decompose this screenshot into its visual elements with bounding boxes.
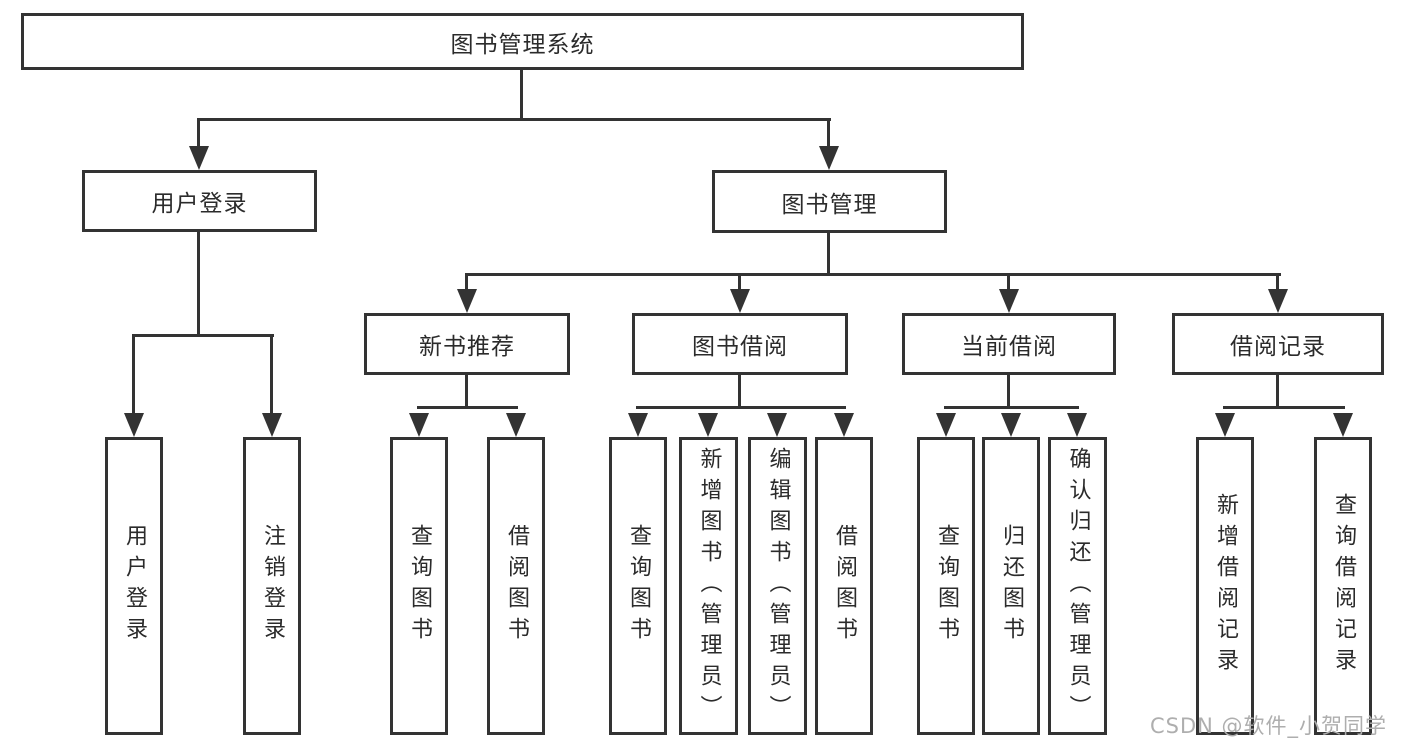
connector-hline	[132, 334, 274, 337]
connector-hline	[1223, 406, 1345, 409]
leaf-label: 新增借阅记录	[1213, 493, 1238, 679]
connector-vline	[827, 233, 830, 276]
arrowhead-down-icon	[767, 413, 787, 437]
leaf-add-borrow-record: 新增借阅记录	[1196, 437, 1254, 735]
connector-vline	[738, 273, 741, 295]
leaf-label: 归还图书	[999, 524, 1024, 648]
arrowhead-down-icon	[936, 413, 956, 437]
node-label: 图书管理系统	[450, 31, 595, 58]
leaf-logout: 注销登录	[243, 437, 301, 735]
node-new-book-recommend: 新书推荐	[364, 313, 570, 375]
node-label: 图书借阅	[692, 334, 788, 360]
node-label: 借阅记录	[1230, 334, 1326, 360]
node-label: 用户登录	[151, 191, 248, 217]
node-label: 新书推荐	[419, 334, 515, 360]
arrowhead-down-icon	[189, 146, 209, 170]
leaf-label: 借阅图书	[504, 524, 529, 648]
node-current-borrow: 当前借阅	[902, 313, 1116, 375]
connector-vline	[1276, 375, 1279, 408]
arrowhead-down-icon	[834, 413, 854, 437]
leaf-user-login: 用户登录	[105, 437, 163, 735]
connector-vline	[827, 118, 830, 150]
leaf-label: 查询图书	[407, 524, 432, 648]
node-label: 图书管理	[781, 191, 878, 218]
leaf-confirm-return-admin: 确认归还（管理员）	[1048, 437, 1107, 735]
connector-vline	[520, 70, 523, 119]
connector-vline	[738, 375, 741, 408]
connector-vline	[132, 334, 135, 418]
connector-vline	[1007, 273, 1010, 295]
arrowhead-down-icon	[1001, 413, 1021, 437]
leaf-borrow-books: 借阅图书	[815, 437, 873, 735]
connector-vline	[197, 118, 200, 150]
leaf-label: 确认归还（管理员）	[1065, 446, 1091, 726]
node-label: 当前借阅	[961, 334, 1057, 360]
arrowhead-down-icon	[628, 413, 648, 437]
leaf-label: 查询图书	[934, 524, 959, 648]
node-user-login: 用户登录	[82, 170, 317, 232]
connector-hline	[197, 118, 831, 121]
arrowhead-down-icon	[819, 146, 839, 170]
connector-vline	[465, 375, 468, 408]
connector-vline	[1276, 273, 1279, 295]
leaf-label: 注销登录	[260, 524, 285, 648]
arrowhead-down-icon	[1067, 413, 1087, 437]
leaf-borrow-books-recommend: 借阅图书	[487, 437, 545, 735]
csdn-watermark: CSDN @软件_小贺同学	[1150, 714, 1388, 738]
leaf-label: 查询图书	[626, 524, 651, 648]
connector-hline	[636, 406, 846, 409]
leaf-edit-books-admin: 编辑图书（管理员）	[748, 437, 807, 735]
arrowhead-down-icon	[409, 413, 429, 437]
leaf-query-books-recommend: 查询图书	[390, 437, 448, 735]
node-root-library-system: 图书管理系统	[21, 13, 1024, 70]
node-book-borrow: 图书借阅	[632, 313, 848, 375]
arrowhead-down-icon	[457, 289, 477, 313]
arrowhead-down-icon	[1215, 413, 1235, 437]
connector-vline	[197, 232, 200, 337]
leaf-query-books-borrow: 查询图书	[609, 437, 667, 735]
connector-vline	[270, 334, 273, 418]
leaf-label: 借阅图书	[832, 524, 857, 648]
connector-vline	[465, 273, 468, 295]
leaf-query-borrow-record: 查询借阅记录	[1314, 437, 1372, 735]
connector-vline	[1007, 375, 1010, 408]
arrowhead-down-icon	[506, 413, 526, 437]
connector-hline	[944, 406, 1079, 409]
leaf-label: 新增图书（管理员）	[696, 446, 722, 726]
connector-hline	[417, 406, 518, 409]
node-borrow-records: 借阅记录	[1172, 313, 1384, 375]
connector-hline	[465, 273, 1281, 276]
arrowhead-down-icon	[999, 289, 1019, 313]
arrowhead-down-icon	[262, 413, 282, 437]
leaf-add-books-admin: 新增图书（管理员）	[679, 437, 738, 735]
arrowhead-down-icon	[1268, 289, 1288, 313]
node-book-management: 图书管理	[712, 170, 947, 233]
arrowhead-down-icon	[698, 413, 718, 437]
leaf-label: 编辑图书（管理员）	[765, 446, 791, 726]
leaf-label: 用户登录	[122, 524, 147, 648]
arrowhead-down-icon	[730, 289, 750, 313]
leaf-query-books-current: 查询图书	[917, 437, 975, 735]
arrowhead-down-icon	[124, 413, 144, 437]
leaf-return-books: 归还图书	[982, 437, 1040, 735]
leaf-label: 查询借阅记录	[1331, 493, 1356, 679]
arrowhead-down-icon	[1333, 413, 1353, 437]
